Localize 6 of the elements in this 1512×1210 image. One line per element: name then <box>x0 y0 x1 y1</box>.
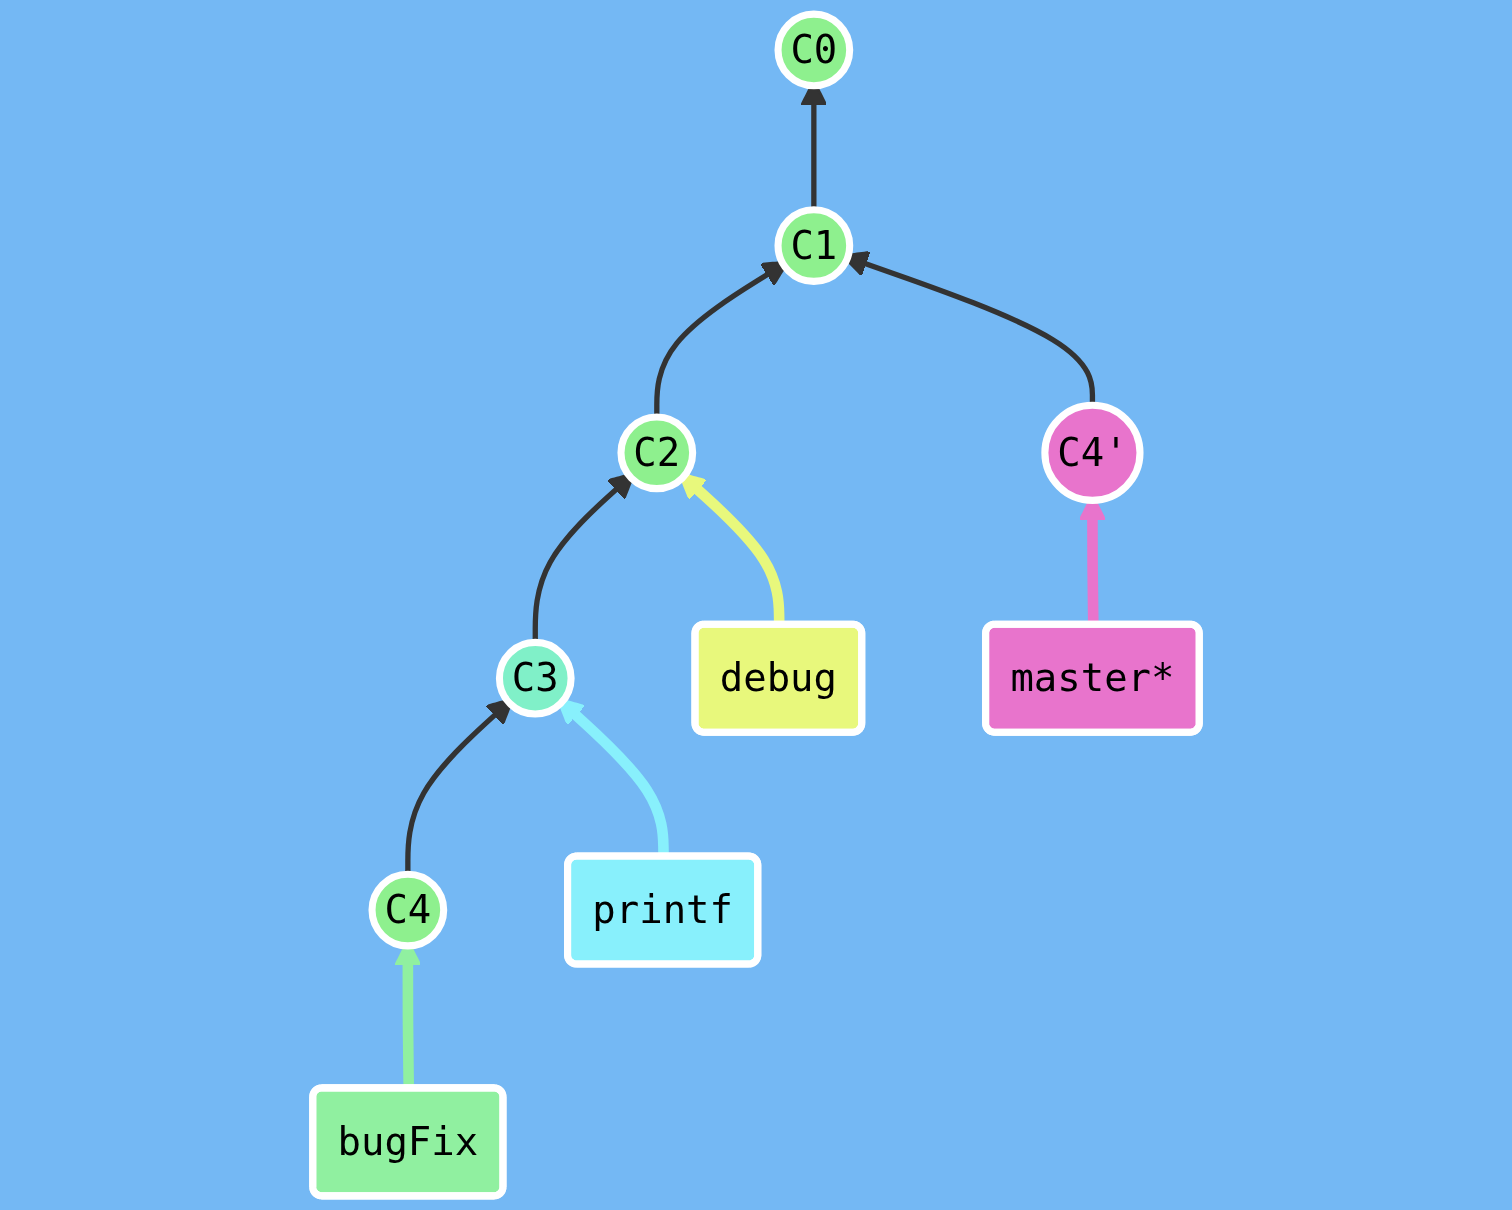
node-circle: C1 <box>774 206 854 285</box>
node-circle: C3 <box>495 638 575 718</box>
node-circle: C4' <box>1041 401 1144 504</box>
node-circle: C4 <box>368 870 448 950</box>
node-circle: C2 <box>617 413 697 493</box>
node-circle: C0 <box>774 10 854 90</box>
